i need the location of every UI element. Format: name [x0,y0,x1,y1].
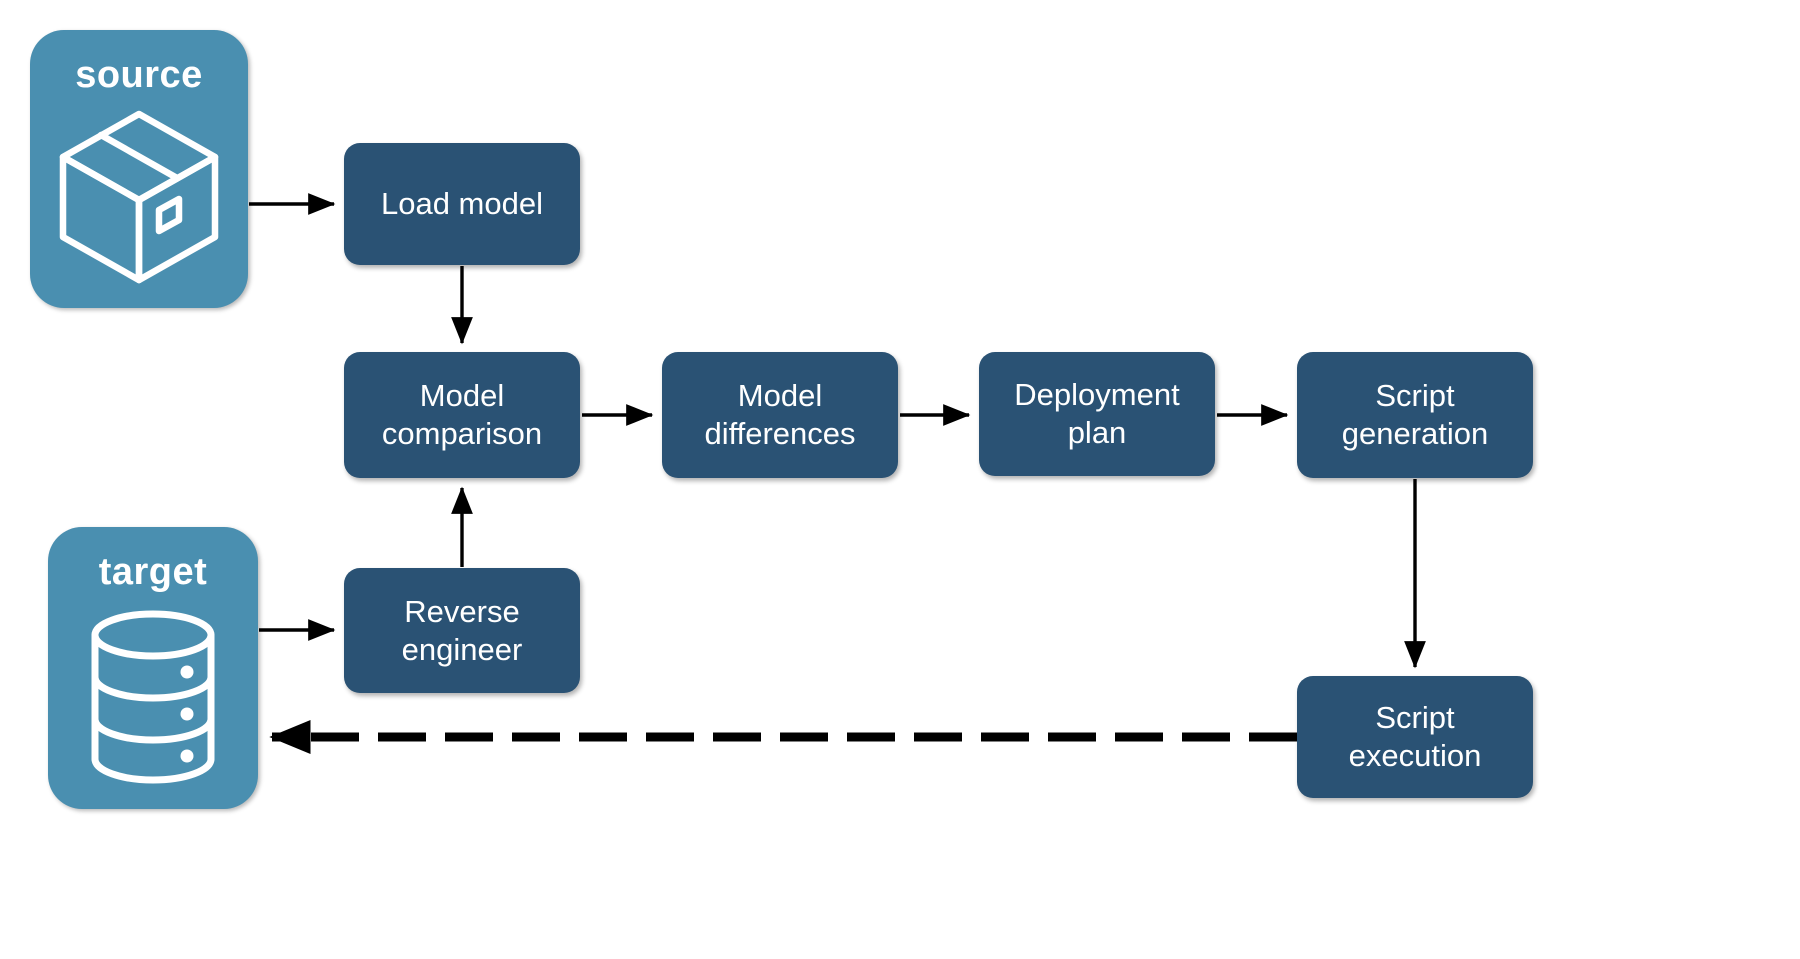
process-script-generation[interactable]: Script generation [1297,352,1533,478]
process-script-execution[interactable]: Script execution [1297,676,1533,798]
process-model-differences-label: Model differences [704,378,856,451]
process-load-model-label: Load model [380,186,543,222]
source-endpoint-label: source [75,54,203,96]
process-model-differences[interactable]: Model differences [662,352,898,478]
process-deployment-plan[interactable]: Deployment plan [979,352,1215,476]
process-script-generation-label: Script generation [1341,378,1489,451]
package-box-icon [55,108,223,291]
process-script-execution-label: Script execution [1348,700,1482,773]
process-model-comparison-label: Model comparison [381,378,543,451]
target-endpoint[interactable]: target [48,527,258,809]
source-endpoint[interactable]: source [30,30,248,308]
database-cylinder-icon [83,609,223,790]
process-model-comparison[interactable]: Model comparison [344,352,580,478]
process-load-model[interactable]: Load model [344,143,580,265]
process-deployment-plan-label: Deployment plan [1014,377,1180,450]
process-reverse-engineer-label: Reverse engineer [401,593,523,667]
process-reverse-engineer[interactable]: Reverse engineer [344,568,580,693]
target-endpoint-label: target [98,551,208,593]
